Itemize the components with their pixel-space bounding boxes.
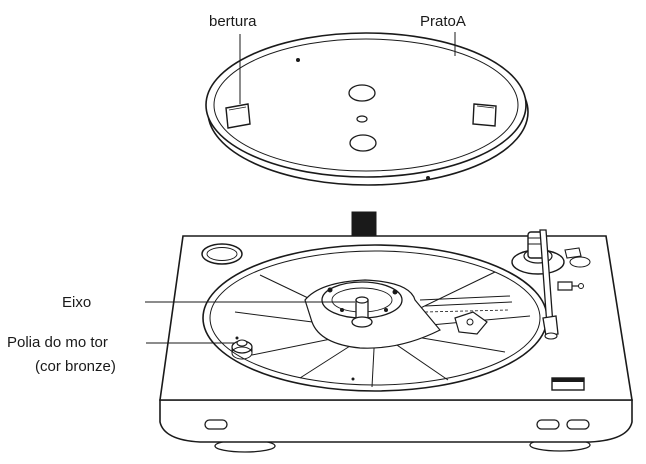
platter-dot [426, 176, 430, 180]
headshell [542, 315, 559, 337]
platter-opening-right [472, 103, 497, 127]
speed-button-top [552, 378, 584, 382]
platter-well [202, 244, 548, 392]
front-slot-right-1 [536, 419, 560, 430]
cue-lever [564, 247, 582, 259]
platter-dot [296, 58, 300, 62]
platter-opening-left [225, 103, 251, 129]
label-pulley-line1: Polia do mo tor [7, 334, 108, 351]
arm-rest [557, 281, 573, 291]
platter-center-hole [356, 115, 368, 123]
label-spindle: Eixo [62, 294, 91, 311]
base-front-face [159, 399, 633, 443]
well-inner [209, 250, 541, 386]
platter-inner-ring [213, 38, 519, 172]
platter-rim-top [205, 32, 527, 178]
hinge-hole [201, 243, 243, 265]
front-slot-right-2 [566, 419, 590, 430]
label-platter: PratoA [420, 13, 466, 30]
label-pulley-line2: (cor bronze) [35, 358, 116, 375]
front-slot-left [204, 419, 228, 430]
platter [205, 32, 529, 186]
platter-hole-lower [349, 134, 377, 152]
platter-hole-upper [348, 84, 376, 102]
spindle-base [351, 316, 373, 328]
tonearm [511, 229, 591, 340]
label-opening: bertura [209, 13, 257, 30]
